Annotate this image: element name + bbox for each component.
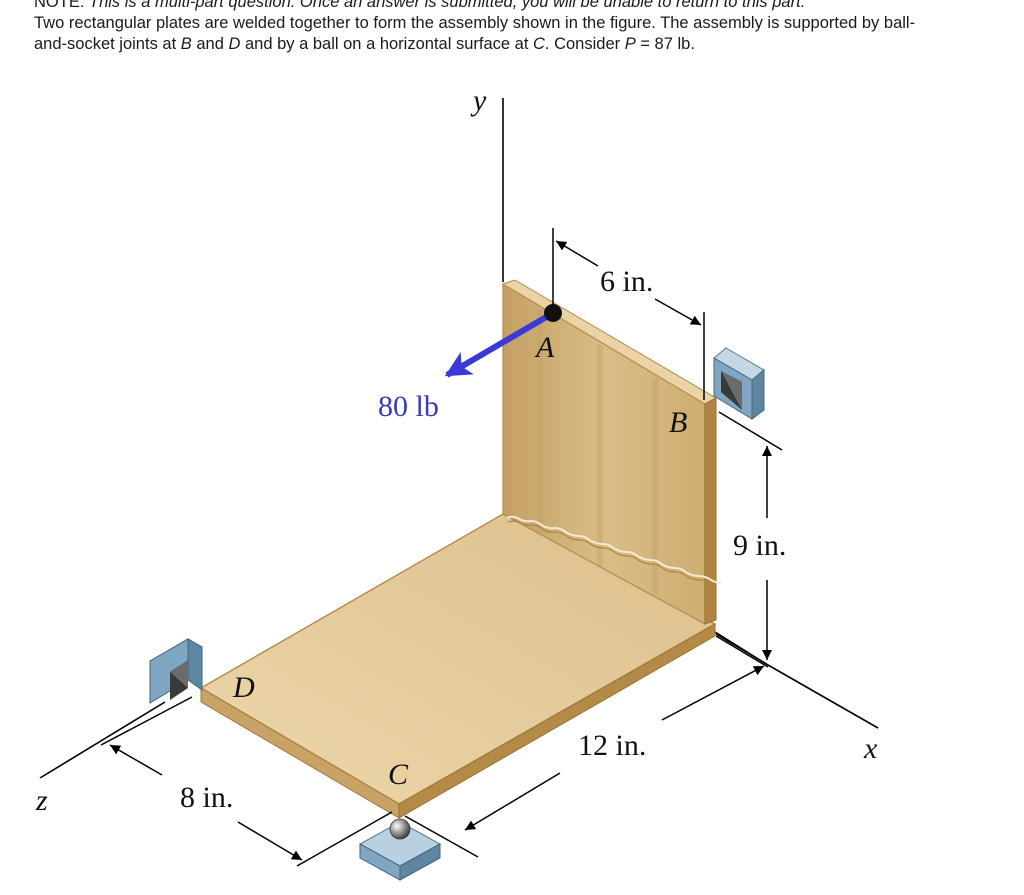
- problem-statement: NOTE: This is a multi-part question. Onc…: [34, 0, 1014, 55]
- text-seg: . Consider: [544, 35, 625, 53]
- dimension-lines: [100, 228, 783, 867]
- dim-6-arrow-right: [654, 298, 702, 326]
- text-seg: and: [191, 35, 229, 53]
- support-C-surface: [358, 818, 442, 881]
- var-D: D: [228, 35, 241, 53]
- var-P: P: [624, 35, 636, 53]
- point-B-label: B: [669, 406, 687, 439]
- point-A-dot: [544, 304, 562, 322]
- vertical-plate-side-edge: [704, 397, 717, 625]
- point-C-label: C: [388, 758, 409, 791]
- socket-D-side: [187, 638, 203, 691]
- point-D-label: D: [232, 671, 255, 704]
- force-label: 80 lb: [378, 390, 439, 423]
- dim-8-arrow-bottom: [237, 821, 303, 861]
- dim-6-label: 6 in.: [600, 265, 653, 298]
- dim-8-label: 8 in.: [180, 781, 233, 814]
- x-axis-label: x: [863, 732, 878, 765]
- weld-line: [506, 515, 722, 584]
- dim-9-label: 9 in.: [733, 529, 786, 562]
- dim-8-arrow-top: [109, 744, 163, 776]
- force-arrow-80lb: [444, 313, 550, 378]
- note-label: NOTE:: [34, 0, 85, 11]
- horizontal-plate-right-edge: [398, 623, 716, 819]
- dim-9-ext-top: [718, 411, 783, 451]
- z-axis-line: [39, 701, 166, 779]
- z-axis-label: z: [35, 784, 48, 817]
- text-seg: = 87 lb.: [635, 35, 695, 53]
- dim-9-ext-bottom: [715, 633, 769, 666]
- vertical-plate-streaks: [537, 310, 658, 594]
- ball-C: [389, 818, 411, 840]
- var-C: C: [533, 35, 545, 53]
- surface-C-right: [399, 843, 441, 881]
- y-axis-label: y: [470, 84, 487, 117]
- dim-12-arrow-left: [464, 772, 561, 831]
- problem-line-2: and-socket joints at B and D and by a ba…: [34, 34, 1014, 55]
- dim-8-ext-C: [296, 811, 393, 867]
- dim-12-ext-left: [404, 815, 479, 858]
- support-D-socket: [148, 638, 204, 704]
- socket-B-recess-light: [721, 371, 742, 410]
- horizontal-plate: [199, 513, 717, 819]
- dim-12-label: 12 in.: [578, 729, 646, 762]
- var-B: B: [180, 35, 192, 53]
- problem-line-1: Two rectangular plates are welded togeth…: [34, 14, 916, 32]
- text-seg: and by a ball on a horizontal surface at: [240, 35, 533, 53]
- dim-8-ext-D: [100, 696, 193, 746]
- weld-line-shadow: [507, 520, 713, 585]
- point-A-label: A: [534, 331, 555, 364]
- text-seg: and-socket joints at: [34, 35, 181, 53]
- note-text: This is a multi-part question. Once an a…: [89, 0, 806, 11]
- note-line: NOTE: This is a multi-part question. Onc…: [34, 0, 1014, 13]
- socket-D-recess-light: [170, 660, 188, 688]
- figure-labels: y x z A B C D 80 lb 6 in. 9 in. 12 in. 8…: [35, 84, 878, 817]
- dim-6-arrow-left: [555, 240, 599, 267]
- weld-bead: [506, 515, 722, 585]
- dim-12-ext-right: [715, 635, 769, 668]
- x-axis-line: [767, 664, 879, 729]
- support-B-socket: [713, 347, 765, 420]
- dim-12-arrow-right: [661, 665, 765, 721]
